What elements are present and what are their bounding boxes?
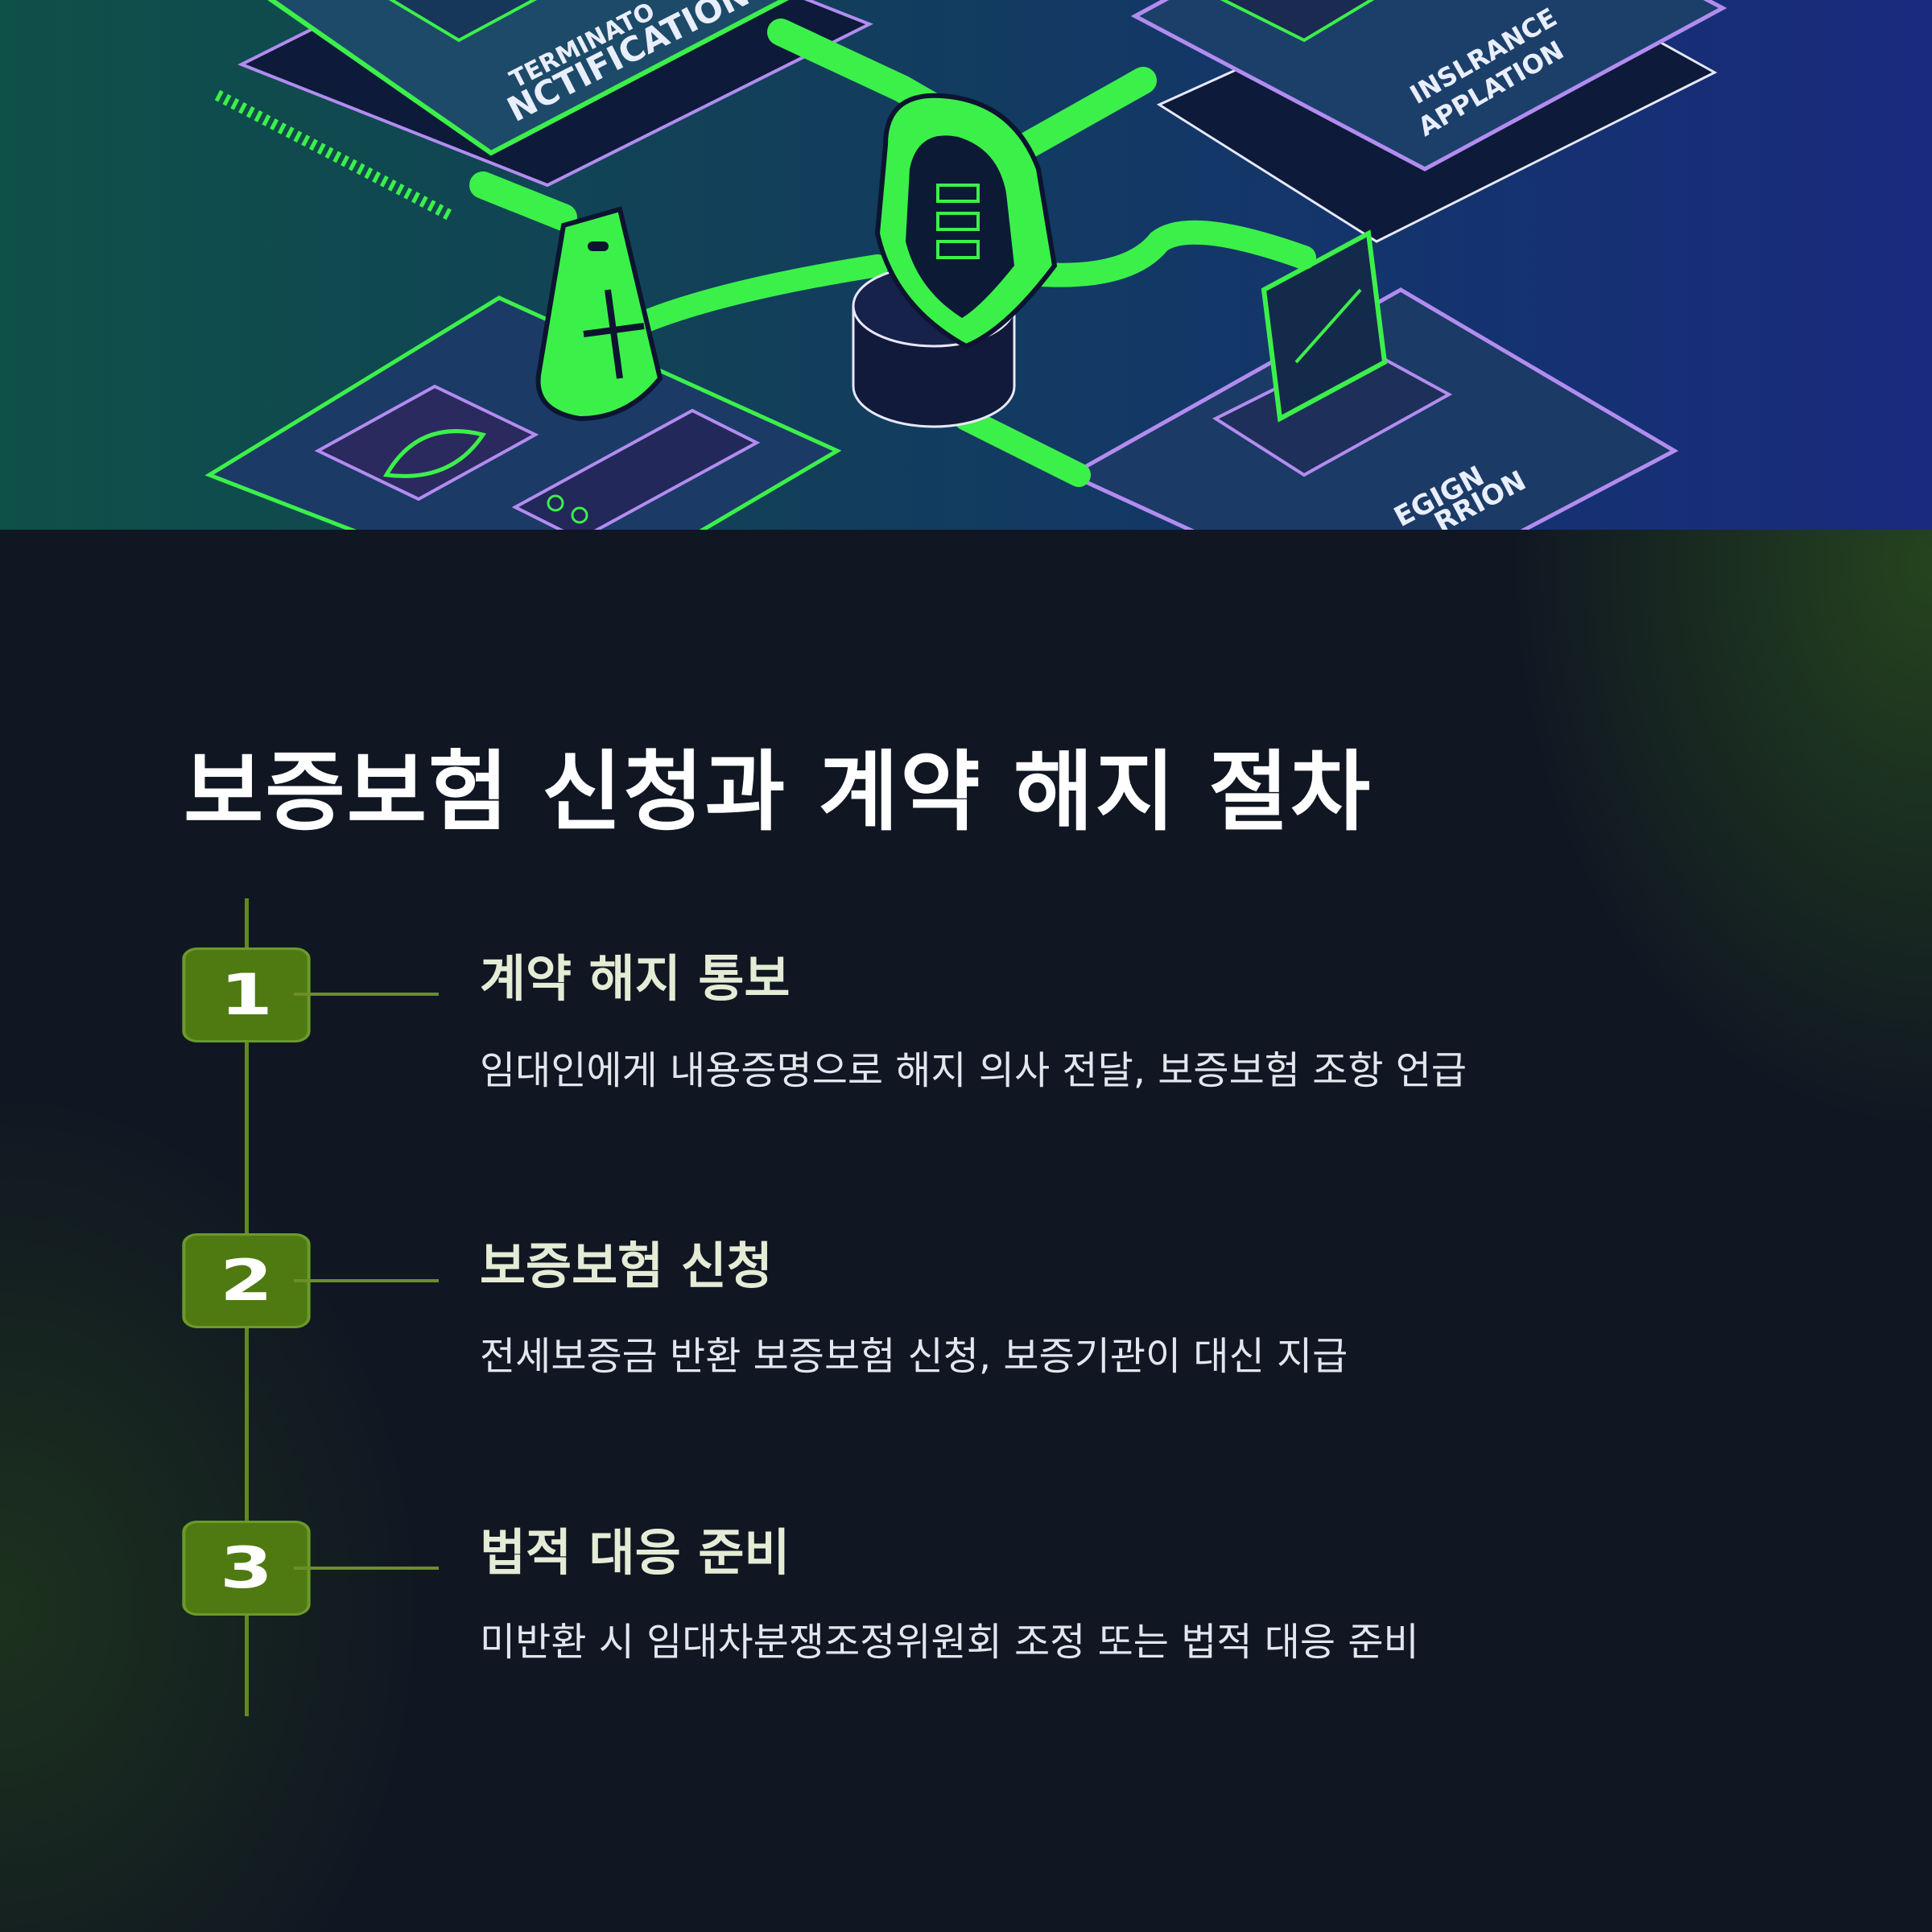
step-1-connector <box>294 993 439 996</box>
documents-platform <box>204 295 842 530</box>
termination-platform: TERMINATO NCTIFICATION <box>237 0 873 188</box>
isometric-network-graphic: TERMINATO NCTIFICATION INSLRANCE APPLATI… <box>204 0 1728 530</box>
step-3-connector <box>294 1567 439 1570</box>
step-3-title: 법적 대응 준비 <box>480 1523 791 1582</box>
central-hub <box>852 93 1058 428</box>
legal-platform: EGIGN RRION <box>1066 229 1679 530</box>
step-3-badge: 3 <box>182 1521 311 1616</box>
step-2-badge: 2 <box>182 1233 311 1328</box>
hero-illustration: TERMINATO NCTIFICATION INSLRANCE APPLATI… <box>0 0 1932 530</box>
tag-icon <box>535 206 663 422</box>
step-1-badge: 1 <box>182 947 311 1042</box>
step-2-connector <box>294 1279 439 1282</box>
step-2-description: 전세보증금 반환 보증보험 신청, 보증기관이 대신 지급 <box>480 1334 1348 1379</box>
page-title: 보증보험 신청과 계약 해지 절차 <box>184 742 1373 843</box>
insurance-platform: INSLRANCE APPLATION <box>1130 0 1728 243</box>
step-1-description: 임대인에게 내용증명으로 해지 의사 전달, 보증보험 조항 언급 <box>480 1048 1468 1093</box>
step-2-title: 보증보험 신청 <box>480 1236 773 1295</box>
step-1-title: 계약 해지 통보 <box>480 949 791 1008</box>
step-3-description: 미반환 시 임대차분쟁조정위원회 조정 또는 법적 대응 준비 <box>480 1620 1419 1665</box>
